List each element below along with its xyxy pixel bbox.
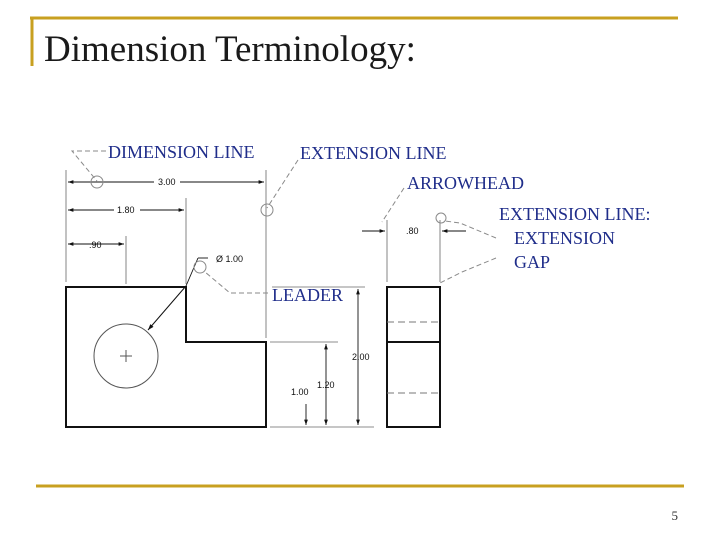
- front-view: [65, 286, 267, 428]
- dim-0-80: .80: [406, 226, 419, 236]
- leader-line-arrow: [147, 285, 187, 331]
- dim-1-20: 1.20: [317, 380, 335, 390]
- callout-pointers: [70, 150, 497, 294]
- dim-3-00: 3.00: [158, 177, 176, 187]
- label-extension-gap-2: EXTENSION: [514, 228, 615, 248]
- page-number: 5: [671, 508, 679, 523]
- bubble-leader: [193, 260, 207, 274]
- dim-diameter: Ø 1.00: [216, 254, 243, 264]
- pointer-leader: [204, 271, 268, 294]
- bubble-dimension-line: [90, 175, 104, 189]
- callout-bubbles: [90, 175, 447, 274]
- label-extension-line: EXTENSION LINE: [300, 143, 446, 163]
- side-view: [386, 286, 441, 428]
- dim-1-80: 1.80: [117, 205, 135, 215]
- pointer-gap-bottom: [439, 257, 497, 284]
- pointer-extension-line: [266, 159, 299, 209]
- label-dimension-line: DIMENSION LINE: [108, 142, 254, 162]
- dim-1-00: 1.00: [291, 387, 309, 397]
- dim-text-bg-3-00: [154, 175, 180, 187]
- hole-circle: [93, 323, 159, 389]
- dim-0-90: .90: [89, 240, 102, 250]
- label-arrowhead: ARROWHEAD: [407, 173, 524, 193]
- side-view-outline: [386, 286, 441, 428]
- bubble-gap: [435, 212, 447, 224]
- label-extension-gap-1: EXTENSION LINE:: [499, 204, 650, 224]
- bubble-extension-line: [260, 203, 274, 217]
- dim-2-00: 2.00: [352, 352, 370, 362]
- pointer-dimension-line: [70, 150, 106, 182]
- label-leader: LEADER: [272, 285, 343, 305]
- dim-text-bg-1-80: [114, 203, 140, 215]
- front-view-outline: [65, 286, 267, 428]
- label-extension-gap-3: GAP: [514, 252, 550, 272]
- page-title: Dimension Terminology:: [44, 29, 416, 70]
- pointer-gap-top: [444, 220, 497, 239]
- pointer-arrowhead: [381, 187, 405, 223]
- extension-lines: [65, 170, 441, 428]
